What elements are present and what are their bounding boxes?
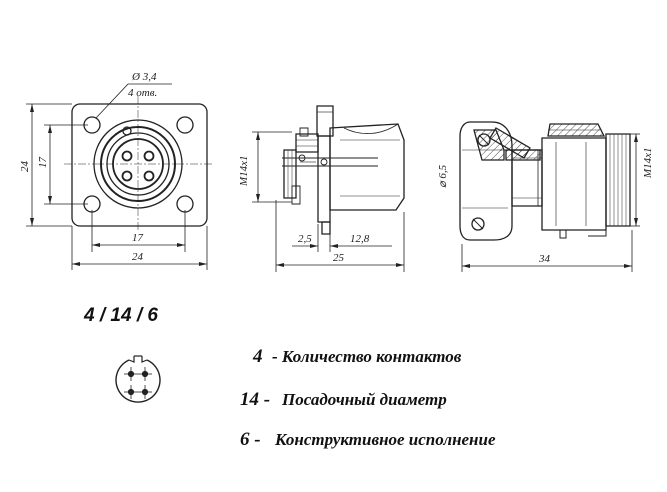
front-height-inner: 17 — [37, 157, 49, 169]
pin-layout-icon — [116, 356, 160, 402]
connector-code: 4 / 14 / 6 — [83, 305, 158, 326]
contact-pin — [145, 152, 154, 161]
front-flange-square — [72, 104, 207, 226]
section-length-dim: 34 — [538, 253, 551, 265]
hole-count-label: 4 отв. — [128, 87, 157, 99]
side-length-dim: 25 — [333, 252, 345, 264]
side-flange-dim: 2,5 — [298, 233, 312, 245]
legend-num-contacts: 4 — [252, 346, 263, 367]
legend-text-contacts: - Количество контактов — [272, 347, 462, 366]
legend-text-design: Конструктивное исполнение — [274, 430, 496, 449]
mounting-hole — [177, 196, 193, 212]
front-width-inner: 17 — [132, 232, 144, 244]
front-width-outer: 24 — [132, 251, 144, 263]
side-view — [282, 106, 404, 234]
legend: 4 - Количество контактов 14 - Посадочный… — [240, 346, 496, 450]
mounting-hole — [177, 117, 193, 133]
section-thread-label: M14x1 — [642, 147, 654, 179]
contact-pin — [123, 172, 132, 181]
front-view — [64, 96, 214, 232]
side-body-dim: 12,8 — [350, 233, 370, 245]
side-thread-label: M14x1 — [238, 155, 250, 187]
legend-num-diameter: 14 - — [240, 389, 270, 410]
legend-num-design: 6 - — [240, 429, 261, 450]
front-height-outer: 24 — [19, 161, 31, 173]
contact-pin — [123, 152, 132, 161]
receptacle-key — [123, 127, 131, 135]
hole-diameter-label: Ø 3,4 — [131, 71, 157, 83]
contact-pin — [145, 172, 154, 181]
pin-layout-contacts — [124, 367, 152, 399]
section-view — [460, 122, 630, 240]
section-diameter-label: ⌀ 6,5 — [437, 164, 449, 188]
legend-text-diameter: Посадочный диаметр — [281, 390, 447, 409]
